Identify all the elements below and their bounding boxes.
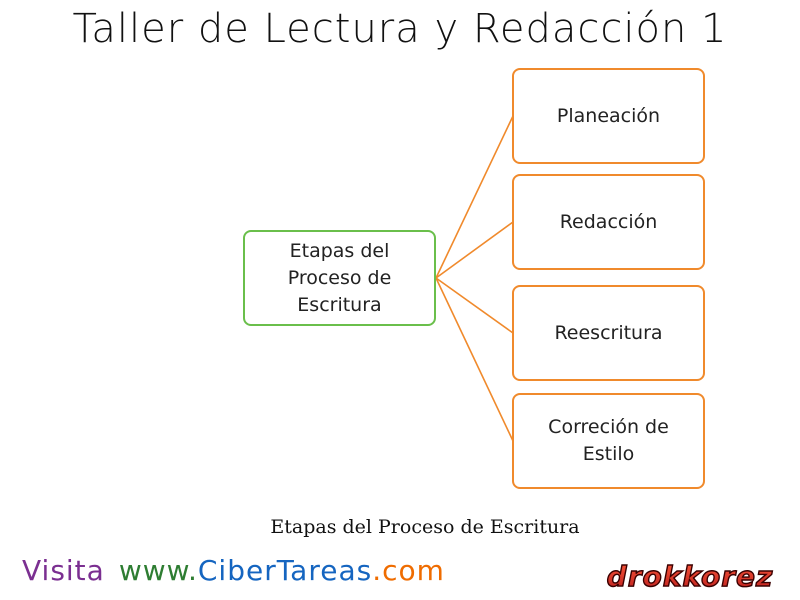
diagram-node-planeacion: Planeación (512, 68, 705, 164)
diagram-root-node: Etapas del Proceso de Escritura (243, 230, 436, 326)
diagram-node-redaccion: Redacción (512, 174, 705, 270)
footer-site-com: .com (372, 554, 445, 587)
footer-visit-link[interactable]: Visita www.CiberTareas.com (22, 554, 445, 587)
footer-site-ciber: CiberTareas (197, 554, 373, 587)
brand-logo: drokkorez (606, 559, 774, 593)
connector-reescritura (435, 277, 514, 334)
diagram-node-reescritura: Reescritura (512, 285, 705, 381)
connector-redaccion (435, 221, 514, 279)
figure-caption: Etapas del Proceso de Escritura (270, 516, 580, 538)
diagram-node-correcion-estilo: Correción de Estilo (512, 393, 705, 489)
connector-correcion (435, 277, 514, 442)
brand-logo-text: drokkorez (607, 560, 774, 593)
connector-planeacion (435, 115, 514, 279)
page-title: Taller de Lectura y Redacción 1 (72, 6, 728, 52)
footer-visit-word: Visita (22, 554, 105, 587)
footer-site-www: www. (118, 554, 198, 587)
